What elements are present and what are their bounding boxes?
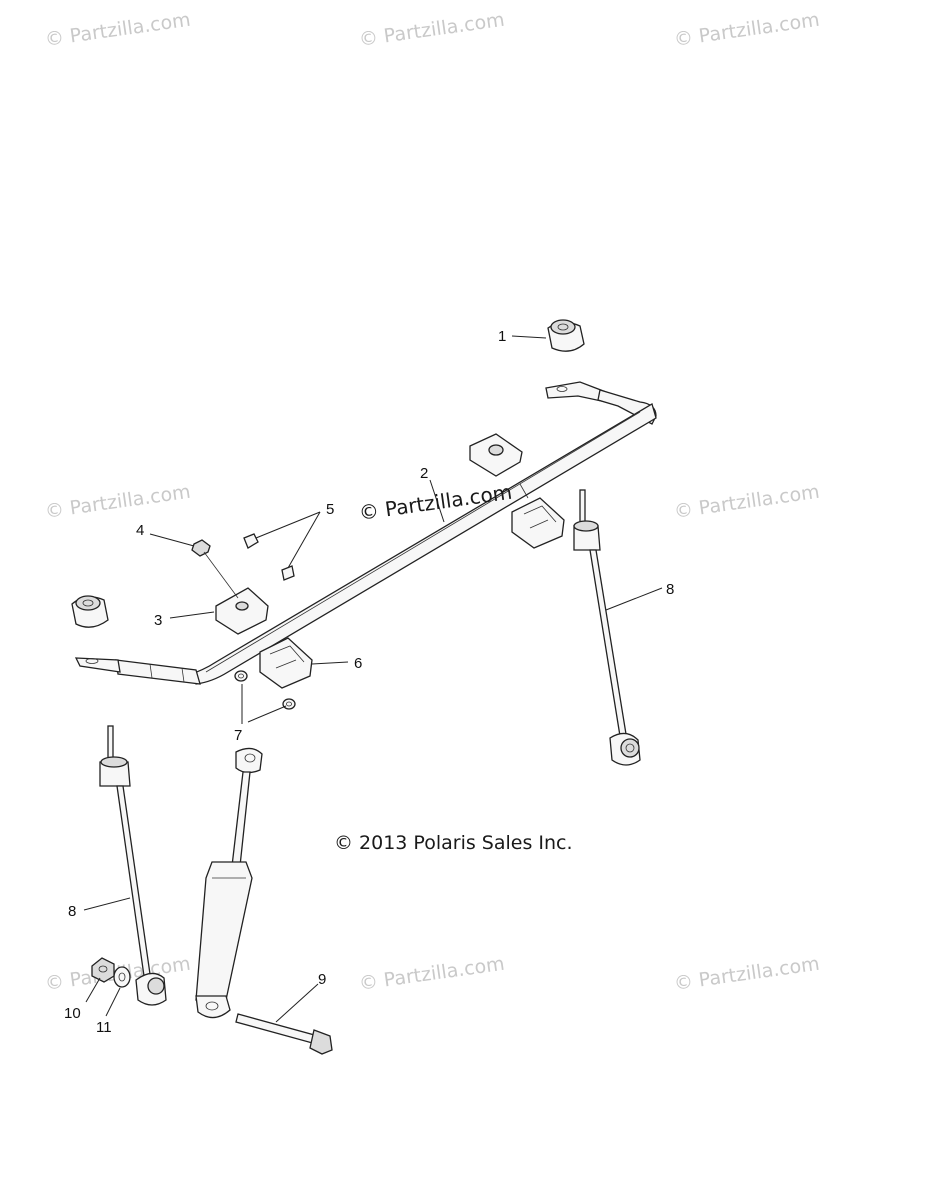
- watermark-top-right: © Partzilla.com: [673, 9, 821, 51]
- callout-8-right: 8: [666, 581, 674, 598]
- watermark-top-center: © Partzilla.com: [358, 9, 506, 51]
- callout-11: 11: [96, 1019, 112, 1036]
- bar-bracket-right: [511, 497, 565, 549]
- part-11-washer: [113, 966, 131, 988]
- watermark-bottom-right: © Partzilla.com: [673, 953, 821, 995]
- part-5-screws: [243, 533, 295, 581]
- leader-lines: [83, 335, 663, 1023]
- copyright-notice: © 2013 Polaris Sales Inc.: [334, 832, 573, 854]
- bar-clamp-upper: [469, 433, 523, 477]
- callout-2: 2: [420, 465, 428, 482]
- part-3-clamp: [215, 587, 269, 635]
- callout-5: 5: [326, 501, 334, 518]
- part-6-bracket: [259, 637, 313, 689]
- part-9-bolt: [235, 1013, 333, 1055]
- watermark-mid-left: © Partzilla.com: [44, 481, 192, 523]
- part-2-stabilizer-bar: [74, 381, 657, 685]
- watermark-mid-right: © Partzilla.com: [673, 481, 821, 523]
- part-1-bushing: [547, 319, 585, 352]
- watermark-bottom-center: © Partzilla.com: [358, 953, 506, 995]
- watermark-top-left: © Partzilla.com: [44, 9, 192, 51]
- part-8-link-rod-right: [573, 489, 641, 766]
- callout-4: 4: [136, 522, 144, 539]
- callout-3: 3: [154, 612, 162, 629]
- callout-9: 9: [318, 971, 326, 988]
- callout-labels: 1 2 3 4 5 6 7 8 8 9 10 11: [64, 328, 674, 1036]
- part-4-bolt: [191, 539, 239, 599]
- callout-1: 1: [498, 328, 506, 345]
- shock-absorber: [195, 747, 263, 1019]
- callout-6: 6: [354, 655, 362, 672]
- callout-8-left: 8: [68, 903, 76, 920]
- callout-7: 7: [234, 727, 242, 744]
- center-watermark: © Partzilla.com: [357, 480, 513, 525]
- callout-10: 10: [64, 1005, 81, 1022]
- bar-bushing-left: [71, 595, 109, 628]
- part-8-link-rod-left: [99, 725, 167, 1006]
